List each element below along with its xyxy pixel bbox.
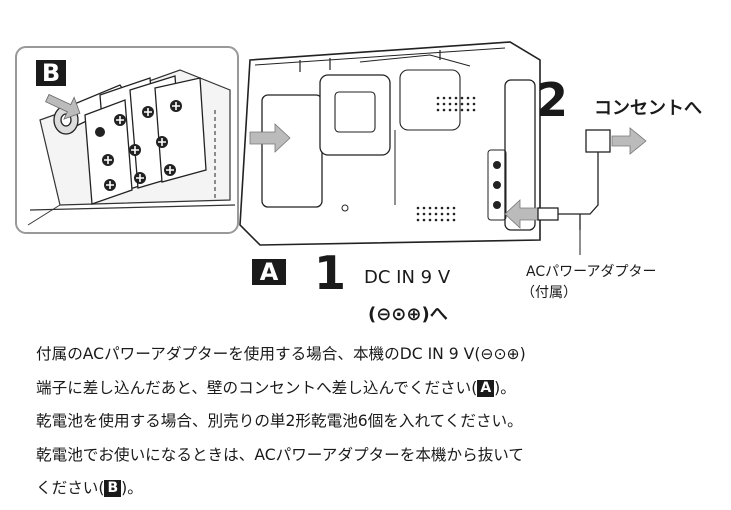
- step-2-number: 2: [536, 73, 569, 127]
- badge-b: B: [36, 60, 66, 86]
- instruction-line: ください(B)。: [36, 472, 716, 506]
- battery-inset: [15, 46, 239, 234]
- plus-marks: [95, 100, 182, 191]
- line-text: 付属のACパワーアダプターを使用する場合、本機のDC IN 9 V(⊖⊙⊕): [36, 345, 526, 363]
- arrow-to-compartment: [249, 123, 291, 153]
- step-2-label: コンセントへ: [594, 98, 702, 119]
- line-text: 乾電池でお使いになるときは、ACパワーアダプターを本機から抜いて: [36, 445, 525, 464]
- instruction-line: 乾電池でお使いになるときは、ACパワーアダプターを本機から抜いて: [36, 439, 716, 473]
- radio-illustration: [15, 41, 647, 255]
- instruction-line: 付属のACパワーアダプターを使用する場合、本機のDC IN 9 V(⊖⊙⊕): [36, 338, 716, 372]
- adapter-label: ACパワーアダプター: [526, 264, 657, 280]
- instructions: 付属のACパワーアダプターを使用する場合、本機のDC IN 9 V(⊖⊙⊕) 端…: [36, 338, 716, 506]
- inline-badge-a: A: [477, 379, 495, 397]
- arrow-to-outlet: [611, 127, 647, 155]
- step-1-polarity: (⊖⊙⊕)へ: [368, 304, 448, 325]
- step-1-label: DC IN 9 V: [364, 267, 451, 288]
- line-text: 乾電池を使用する場合、別売りの単2形乾電池6個を入れてください。: [36, 412, 523, 430]
- step-1-number: 1: [314, 246, 347, 300]
- inline-badge-b: B: [104, 480, 122, 497]
- arrow-to-dc-jack: [504, 199, 541, 229]
- line-text: )。: [121, 479, 143, 497]
- illustration: B A 2 コンセントへ 1 DC IN 9 V (⊖⊙⊕)へ ACパワーアダプ…: [15, 41, 702, 325]
- instruction-line: 乾電池を使用する場合、別売りの単2形乾電池6個を入れてください。: [36, 405, 716, 439]
- line-text: 端子に差し込んだあと、壁のコンセントへ差し込んでください(: [36, 378, 478, 397]
- battery-cells: [53, 75, 207, 205]
- line-text: )。: [494, 378, 516, 397]
- radio-body: [239, 41, 541, 246]
- instruction-line: 端子に差し込んだあと、壁のコンセントへ差し込んでください(A)。: [36, 372, 716, 406]
- ac-adapter: [537, 129, 611, 230]
- line-text: ください(: [36, 479, 105, 497]
- badge-a: A: [252, 259, 286, 285]
- speaker-grille-top: [436, 96, 476, 112]
- speaker-grille-bottom: [416, 206, 456, 222]
- adapter-note: （付属）: [521, 285, 577, 301]
